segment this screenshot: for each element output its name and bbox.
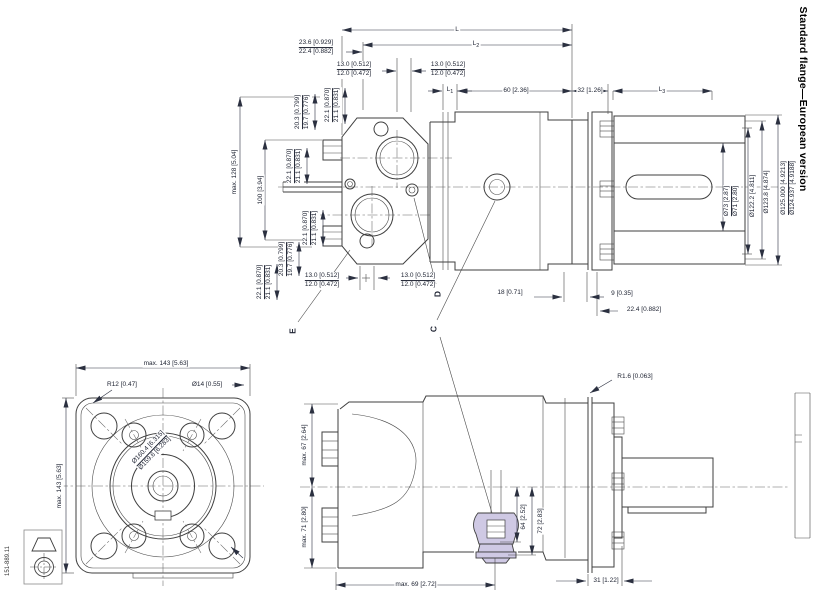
dim-L3-text: L [658, 85, 663, 93]
dim-flange-height: max. 143 [5.63] [55, 462, 65, 510]
dim-port-c-lower: 21.1 [0.831] [295, 148, 303, 184]
dim-max-69: max. 69 [2.72] [394, 580, 438, 590]
flange-view-dimensions [62, 364, 251, 574]
dim-L3: L3 [657, 85, 667, 97]
dim-13-br-lower: 12.0 [0.472] [400, 281, 436, 289]
dim-13-bl-upper: 13.0 [0.512] [304, 272, 340, 282]
dim-port-d: 22.1 [0.870] 21.1 [0.831] [302, 209, 320, 247]
dim-9: 9 [0.35] [610, 289, 634, 299]
dim-13-tl-upper: 13.0 [0.512] [336, 61, 372, 71]
dim-port-e-upper: 20.3 [0.799] [278, 241, 288, 277]
dim-72: 72 [2.83] [536, 507, 546, 535]
dim-port-f-upper: 22.1 [0.870] [256, 264, 266, 300]
dim-L1-sub: 1 [450, 89, 454, 96]
dim-port-d-lower: 21.1 [0.831] [311, 210, 319, 246]
top-view-drawing [278, 111, 795, 271]
dim-L: L [454, 25, 460, 35]
dim-port-b-lower: 21.1 [0.831] [333, 87, 341, 123]
dim-13-tr-upper: 13.0 [0.512] [430, 61, 466, 71]
dim-13-br-upper: 13.0 [0.512] [400, 272, 436, 282]
dim-max-71: max. 71 [2.80] [300, 505, 310, 549]
dim-23-6-lower: 22.4 [0.882] [298, 48, 334, 56]
dim-60: 60 [2.36] [502, 86, 530, 96]
dim-13-bl-lower: 12.0 [0.472] [304, 281, 340, 289]
dim-pilot-upper: Ø125.000 [4.9213] [780, 161, 790, 215]
dim-port-d-upper: 22.1 [0.870] [302, 210, 312, 246]
view-label-c: C [428, 324, 440, 334]
dim-L-text: L [455, 25, 459, 33]
dim-L3-sub: 3 [662, 89, 666, 96]
dim-13-top-right: 13.0 [0.512] 12.0 [0.472] [429, 61, 467, 79]
dim-o14: Ø14 [0.55] [190, 380, 224, 390]
dim-32: 32 [1.26] [576, 86, 604, 96]
dim-L2-sub: 2 [476, 43, 480, 50]
flange-view-drawing [58, 388, 264, 586]
projection-symbol [23, 529, 63, 585]
dim-13-tr-lower: 12.0 [0.472] [430, 70, 466, 78]
dim-port-b-upper: 22.1 [0.870] [324, 87, 334, 123]
dim-port-e-lower: 19.7 [0.776] [287, 241, 295, 277]
dim-13-bottom-right: 13.0 [0.512] 12.0 [0.472] [399, 272, 437, 290]
dim-L1-text: L [446, 85, 451, 93]
dim-64: 64 [2.52] [519, 503, 529, 531]
dim-13-tl-lower: 12.0 [0.472] [336, 70, 372, 78]
dim-port-f-lower: 21.1 [0.831] [265, 264, 273, 300]
dim-r12: R12 [0.47] [106, 380, 138, 390]
dim-max-67: max. 67 [2.64] [300, 423, 310, 467]
view-label-e: E [287, 327, 299, 335]
dim-port-a-lower: 19.7 [0.776] [303, 94, 311, 130]
drawing-number: 151-889.11 [5, 545, 13, 577]
dim-shaft-lower: Ø71 [2.80] [732, 185, 740, 217]
dim-port-c: 22.1 [0.870] 21.1 [0.831] [286, 147, 304, 185]
dim-flange-width: max. 143 [5.63] [142, 359, 190, 369]
dim-port-b: 22.1 [0.870] 21.1 [0.831] [324, 86, 342, 124]
dim-pilot: Ø125.000 [4.9213] Ø124.937 [4.9188] [780, 160, 798, 216]
dim-L1: L1 [445, 85, 455, 97]
dim-port-a: 20.3 [0.799] 19.7 [0.776] [294, 93, 312, 131]
dim-100: 100 [3.94] [256, 174, 266, 206]
dim-23-6-upper: 23.6 [0.929] [298, 39, 334, 49]
dim-port-f: 22.1 [0.870] 21.1 [0.831] [256, 263, 274, 301]
dim-23-6: 23.6 [0.929] 22.4 [0.882] [297, 39, 335, 57]
dim-L2: L2 [471, 39, 481, 51]
dim-max-128: max. 128 [5.04] [230, 148, 240, 196]
dim-port-c-upper: 22.1 [0.870] [286, 148, 296, 184]
dim-22-4: 22.4 [0.882] [625, 305, 663, 315]
dim-r16: R1.6 [0.063] [616, 372, 654, 382]
dim-shaft-upper: Ø73 [2.87] [723, 185, 733, 217]
dim-shaft: Ø73 [2.87] Ø71 [2.80] [723, 184, 741, 218]
dim-31: 31 [1.22] [592, 576, 620, 586]
side-view-dimensions [304, 379, 652, 590]
side-view-drawing [300, 392, 811, 573]
dim-L2-text: L [472, 39, 477, 47]
dim-13-bottom-left: 13.0 [0.512] 12.0 [0.472] [303, 272, 341, 290]
view-label-d: D [432, 289, 444, 299]
dim-18: 18 [0.71] [496, 288, 524, 298]
dim-13-top-left: 13.0 [0.512] 12.0 [0.472] [335, 61, 373, 79]
dim-port-e: 20.3 [0.799] 19.7 [0.776] [278, 240, 296, 278]
dim-123: Ø123.8 [4.874] [762, 169, 772, 215]
dim-port-a-upper: 20.3 [0.799] [294, 94, 304, 130]
dim-122: Ø122.2 [4.811] [748, 173, 758, 219]
dim-pilot-lower: Ø124.937 [4.9188] [789, 161, 797, 215]
